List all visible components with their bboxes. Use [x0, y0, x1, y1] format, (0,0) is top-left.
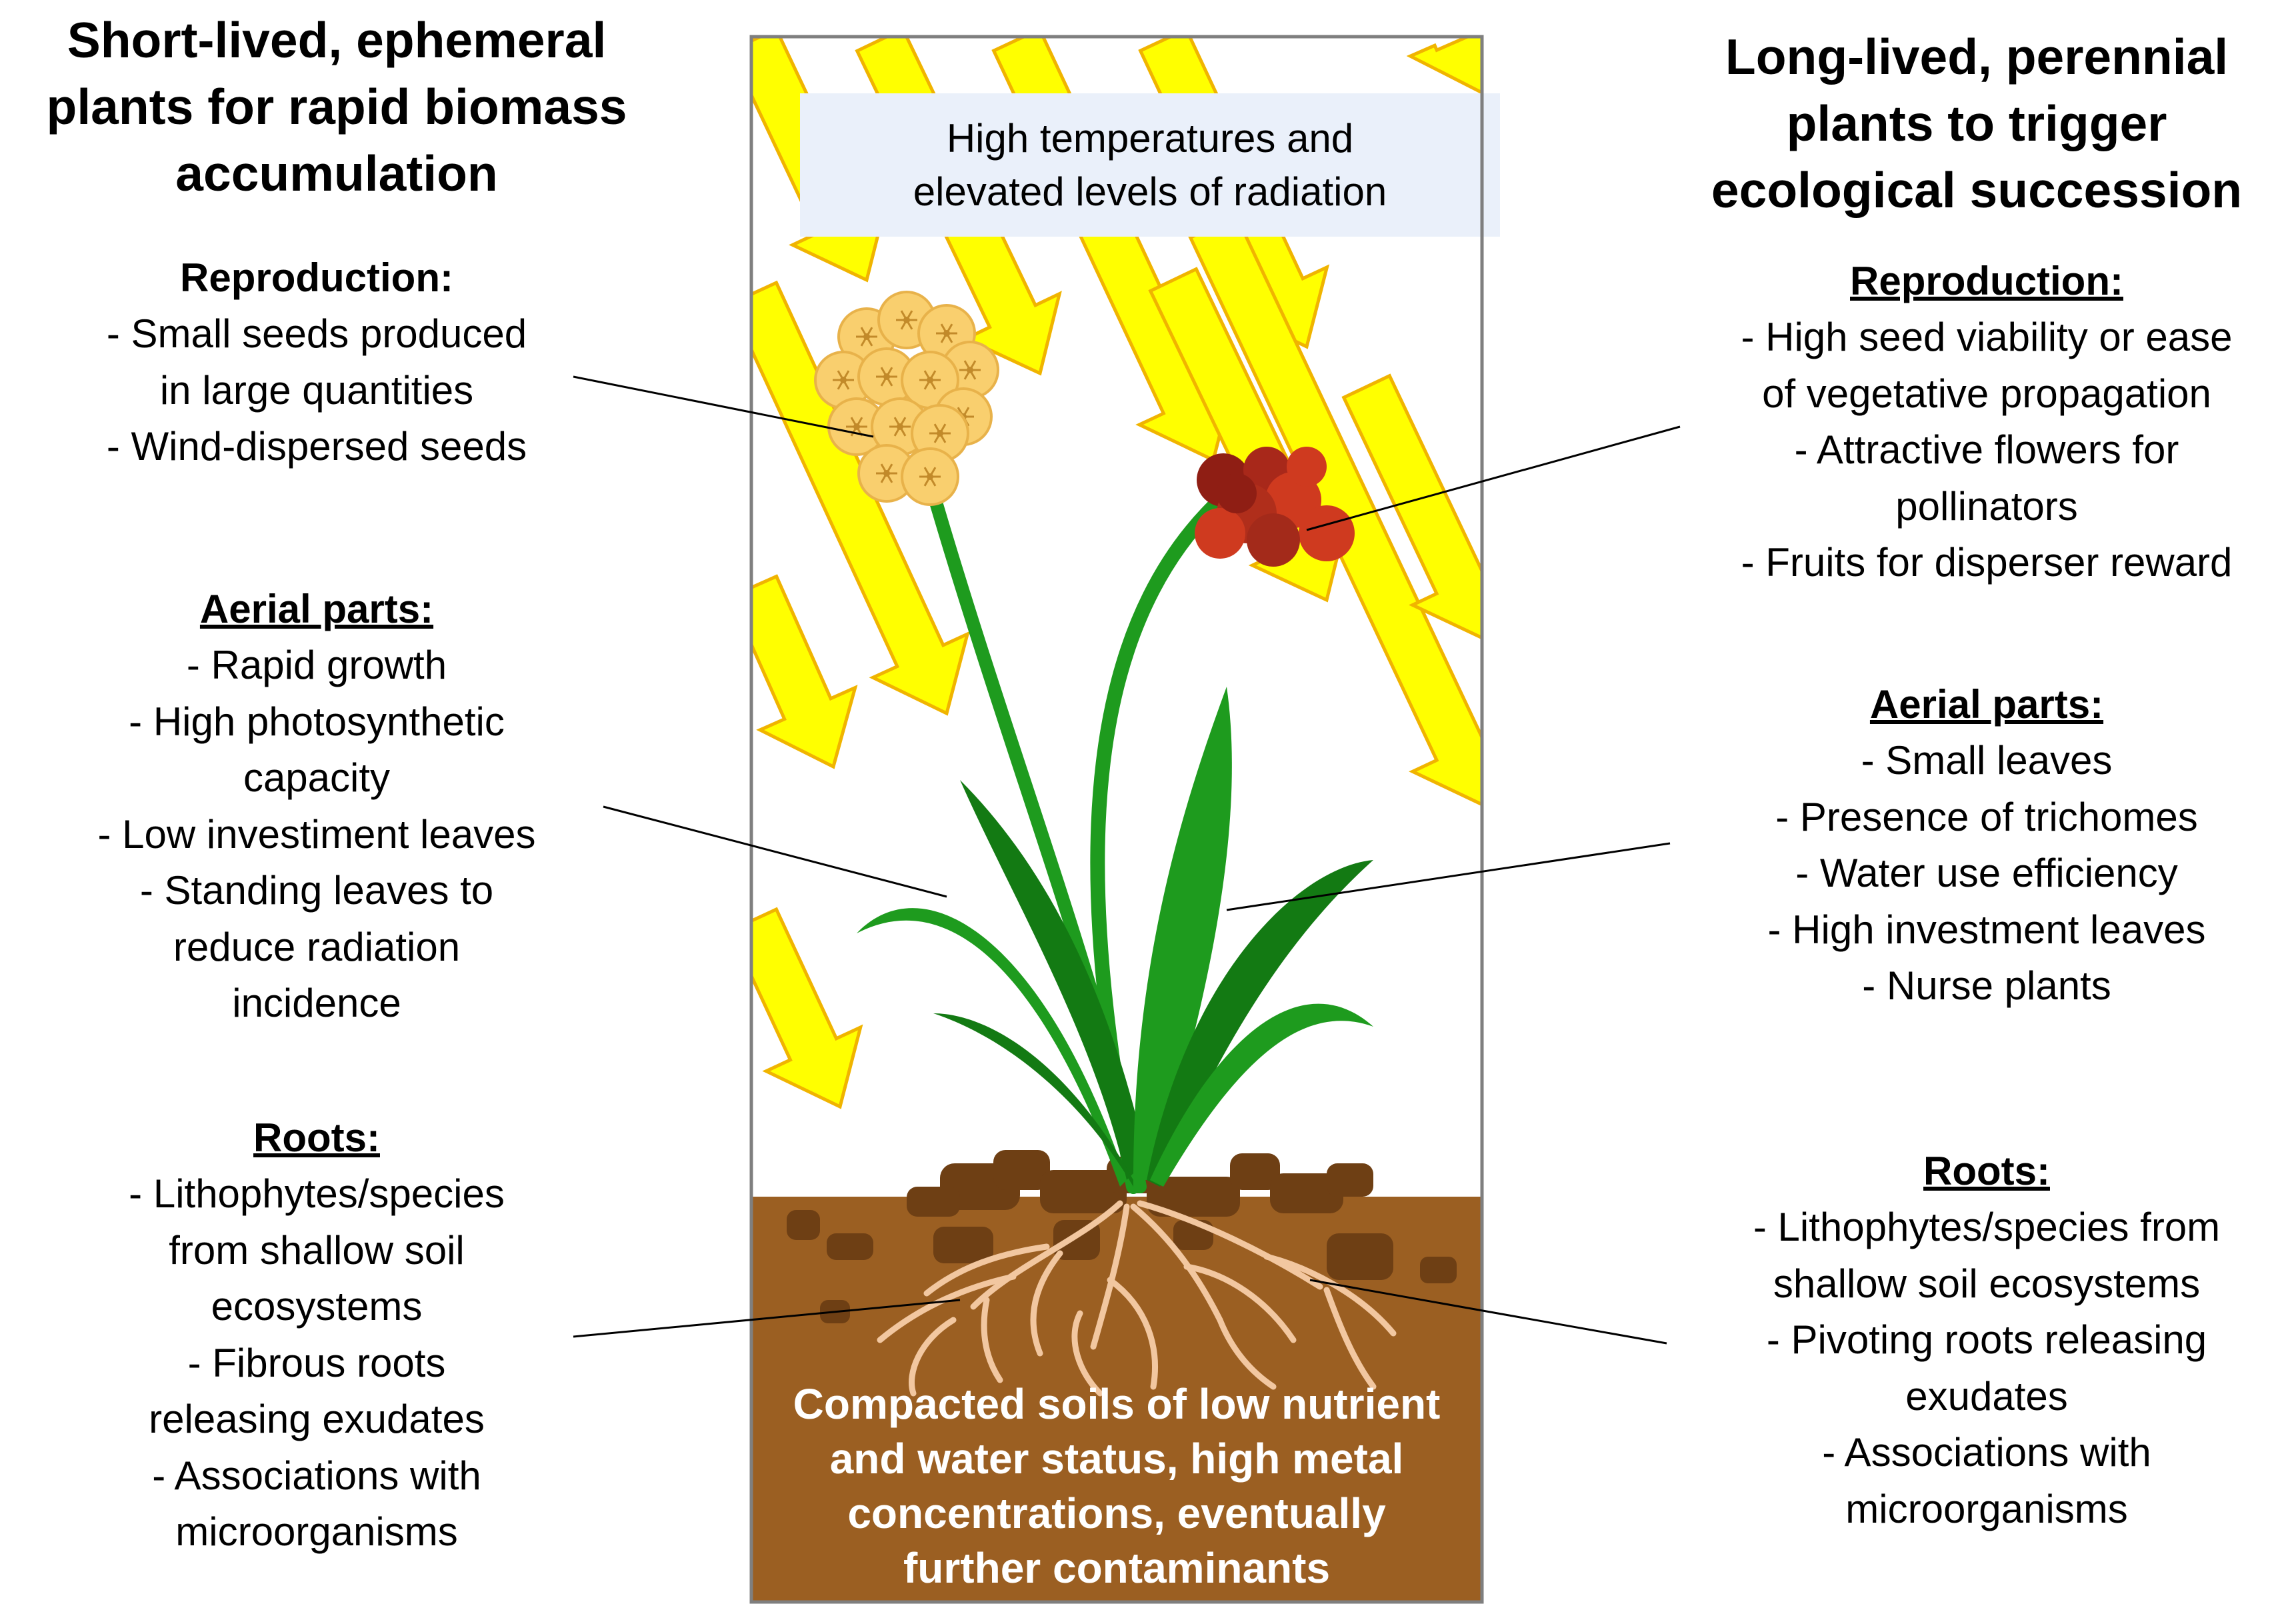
trait-line: - Presence of trichomes	[1775, 794, 2198, 839]
left-roots: Roots: - Lithophytes/species from shallo…	[13, 1110, 620, 1561]
right-heading: Long-lived, perennial plants to trigger …	[1647, 23, 2296, 223]
trait-line: pollinators	[1895, 483, 2078, 529]
trait-line: - Lithophytes/species	[129, 1171, 505, 1216]
soil-clods	[787, 1150, 1457, 1323]
right-heading-line: plants to trigger	[1786, 95, 2167, 151]
trait-line: - Wind-dispersed seeds	[106, 424, 527, 469]
trait-line: - Small seeds produced	[106, 311, 527, 356]
trait-line: in large quantities	[159, 367, 474, 413]
trait-line: - Water use efficiency	[1795, 851, 2178, 895]
section-title: Roots:	[253, 1115, 380, 1160]
section-title: Reproduction:	[1850, 259, 2123, 303]
left-heading-line: plants for rapid biomass	[46, 79, 627, 135]
left-aerial: Aerial parts: - Rapid growth - High phot…	[13, 581, 620, 1032]
radiation-arrow	[1341, 373, 1482, 640]
soil-label-line: further contaminants	[903, 1544, 1331, 1592]
trait-line: - Attractive flowers for	[1794, 427, 2179, 472]
section-title: Reproduction:	[180, 255, 453, 300]
trait-line: microorganisms	[1845, 1486, 2128, 1531]
trait-line: reduce radiation	[173, 924, 461, 969]
trait-line: - Pivoting roots releasing	[1766, 1317, 2207, 1362]
trait-line: from shallow soil	[169, 1227, 465, 1273]
trait-line: - Rapid growth	[186, 643, 447, 687]
trait-line: - Low investiment leaves	[97, 811, 536, 857]
pointer-right-aerial	[1226, 842, 1671, 911]
right-aerial: Aerial parts: - Small leaves - Presence …	[1680, 677, 2293, 1015]
section-title: Aerial parts:	[1869, 682, 2104, 727]
pointer-lines	[573, 375, 1681, 1345]
seed-floret-center	[897, 423, 903, 430]
soil-label-line: and water status, high metal	[829, 1435, 1404, 1483]
soil-label-line: concentrations, eventually	[847, 1489, 1386, 1537]
pointer-right-roots	[1309, 1279, 1667, 1345]
trait-line: - High photosynthetic	[129, 699, 505, 744]
seed-floret-center	[883, 470, 890, 477]
pointer-left-aerial	[603, 805, 947, 898]
right-roots: Roots: - Lithophytes/species from shallo…	[1680, 1143, 2293, 1537]
seed-floret-center	[853, 423, 860, 430]
fruit-cluster	[1195, 447, 1355, 567]
soil-label: Compacted soils of low nutrient and wate…	[751, 1377, 1482, 1595]
pointer-right-reproduction	[1306, 425, 1681, 531]
trait-line: of vegetative propagation	[1762, 371, 2211, 416]
radiation-arrow	[1406, 37, 1482, 95]
radiation-arrow	[751, 907, 863, 1109]
soil-label-line: Compacted soils of low nutrient	[793, 1380, 1441, 1428]
trait-line: - Associations with	[152, 1453, 481, 1498]
left-reproduction: Reproduction: - Small seeds produced in …	[13, 250, 620, 475]
sky-label: High temperatures and elevated levels of…	[800, 112, 1500, 219]
soil	[751, 1150, 1482, 1602]
trait-line: - High investment leaves	[1767, 907, 2206, 952]
trait-line: - Nurse plants	[1862, 963, 2111, 1008]
radiation-arrow	[751, 280, 970, 716]
trait-line: - Associations with	[1822, 1430, 2151, 1475]
trait-line: - Small leaves	[1861, 738, 2113, 783]
section-title: Roots:	[1923, 1149, 2050, 1193]
trait-line: ecosystems	[211, 1284, 423, 1329]
sky-label-line: elevated levels of radiation	[913, 169, 1387, 214]
seed-floret-center	[927, 377, 933, 383]
trait-line: - High seed viability or ease	[1741, 315, 2233, 359]
section-title: Aerial parts:	[199, 587, 434, 631]
trait-line: - Standing leaves to	[139, 868, 494, 913]
right-reproduction: Reproduction: - High seed viability or e…	[1680, 253, 2293, 591]
seed-floret-center	[967, 367, 973, 373]
trait-line: exudates	[1905, 1373, 2068, 1419]
left-heading-line: Short-lived, ephemeral	[67, 12, 607, 68]
right-heading-line: ecological succession	[1711, 162, 2243, 218]
plant-leaves	[857, 687, 1373, 1187]
seed-floret-center	[937, 430, 943, 437]
left-heading-line: accumulation	[175, 145, 498, 201]
seed-floret-center	[927, 473, 933, 480]
sky-label-box	[800, 93, 1500, 237]
right-heading-line: Long-lived, perennial	[1725, 29, 2229, 85]
trait-line: incidence	[232, 981, 401, 1025]
trait-line: - Fruits for disperser reward	[1741, 540, 2233, 585]
pointer-left-reproduction	[573, 375, 874, 438]
plant-roots	[877, 1200, 1397, 1397]
trait-line: microorganisms	[175, 1509, 458, 1554]
radiation-arrow	[751, 574, 858, 769]
trait-line: capacity	[243, 755, 391, 800]
seed-floret-center	[903, 317, 910, 323]
seedhead	[814, 291, 999, 506]
seed-floret-center	[943, 330, 950, 337]
trait-line: - Lithophytes/species from	[1753, 1205, 2221, 1249]
sky-label-line: High temperatures and	[946, 116, 1354, 161]
seed-floret-center	[840, 377, 847, 383]
trait-line: shallow soil ecosystems	[1773, 1261, 2201, 1306]
left-heading: Short-lived, ephemeral plants for rapid …	[0, 7, 673, 207]
pointer-left-roots	[573, 1299, 961, 1338]
seed-floret-center	[883, 373, 890, 380]
panel-border	[749, 35, 1484, 1604]
trait-line: - Fibrous roots	[187, 1340, 446, 1385]
trait-line: releasing exudates	[149, 1397, 485, 1441]
seed-floret-center	[863, 333, 870, 340]
